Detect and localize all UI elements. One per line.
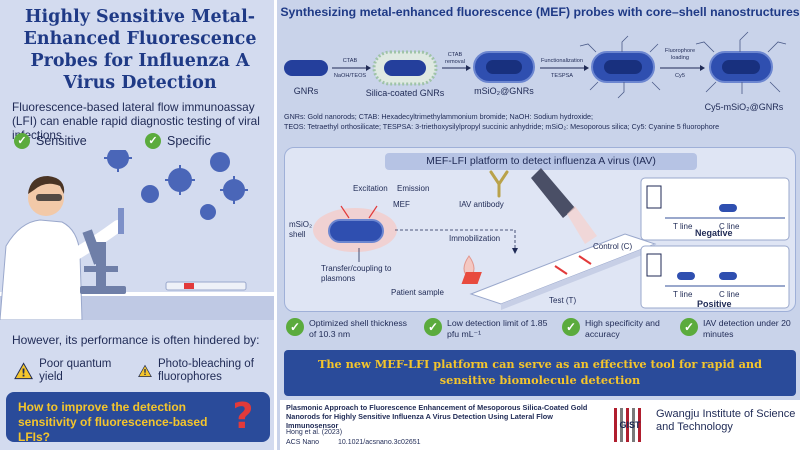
feature-item: ✓ Optimized shell thickness of 10.3 nm (286, 318, 411, 340)
lamp-icon (531, 168, 597, 244)
c-line-label: C line (719, 222, 740, 231)
feature-text: Low detection limit of 1.85 pfu mL⁻¹ (447, 318, 548, 339)
abbreviation-line: GNRs: Gold nanorods; CTAB: Hexadecyltrim… (284, 112, 594, 121)
abbreviation-line: TEOS: Tetraethyl orthosilicate; TESPSA: … (284, 121, 720, 131)
synthesis-diagram: GNRs CTAB NaOH/TEOS Silica-coated GNRs C… (284, 31, 787, 112)
check-icon: ✓ (14, 133, 30, 149)
platform-box: MEF-LFI platform to detect influenza A v… (284, 147, 796, 312)
check-icon: ✓ (145, 133, 161, 149)
feature-item: ✓ Low detection limit of 1.85 pfu mL⁻¹ (424, 318, 549, 340)
conclusion-text: The new MEF-LFI platform can serve as an… (317, 357, 763, 387)
question-text: How to improve the detection sensitivity… (18, 400, 208, 444)
benefit-label: Specific (167, 134, 211, 148)
limitation-photobleaching: ! Photo-bleaching of fluorophores (138, 358, 272, 384)
feature-item: ✓ High specificity and accuracy (562, 318, 672, 340)
question-box: How to improve the detection sensitivity… (6, 392, 270, 444)
svg-text:!: ! (21, 368, 26, 380)
svg-text:!: ! (143, 368, 147, 377)
left-panel: Highly Sensitive Metal-Enhanced Fluoresc… (0, 0, 277, 450)
limitation-label: Poor quantum yield (39, 358, 112, 383)
paper-doi: 10.1021/acsnano.3c02651 (338, 439, 421, 446)
arrow4-mid: loading (671, 55, 689, 61)
svg-text:GIST: GIST (619, 420, 641, 430)
lfi-strip (461, 233, 657, 310)
check-icon: ✓ (562, 318, 580, 336)
gist-logo: GIST (612, 406, 648, 444)
arrow4-top: Fluorophore (665, 48, 695, 54)
limitation-quantum-yield: ! Poor quantum yield (14, 358, 134, 384)
lab-scientist-illustration (0, 150, 274, 320)
paper-authors: Hong et al. (2023) (286, 429, 343, 436)
immobilization-label: Immobilization (449, 234, 501, 243)
label-msio2: mSiO₂@GNRs (474, 86, 534, 96)
feature-item: ✓ IAV detection under 20 minutes (680, 318, 796, 340)
t-line-label: T line (673, 222, 693, 231)
label-cy5: Cy5-mSiO₂@GNRs (705, 102, 784, 112)
antibody-icon (489, 170, 509, 198)
feature-text: IAV detection under 20 minutes (703, 318, 791, 339)
abbreviation-notes: GNRs: Gold nanorods; CTAB: Hexadecyltrim… (284, 112, 796, 131)
arrow2-top: CTAB (448, 52, 463, 58)
c-line-label: C line (719, 290, 740, 299)
benefit-specific: ✓ Specific (145, 133, 211, 149)
warning-icon: ! (138, 364, 152, 377)
features-row: ✓ Optimized shell thickness of 10.3 nm ✓… (284, 318, 796, 348)
sample-label: Patient sample (391, 288, 444, 297)
limitation-label: Photo-bleaching of fluorophores (157, 358, 254, 383)
feature-text: Optimized shell thickness of 10.3 nm (309, 318, 408, 339)
emission-label: Emission (397, 184, 430, 193)
t-line-label: T line (673, 290, 693, 299)
check-icon: ✓ (286, 318, 304, 336)
check-icon: ✓ (424, 318, 442, 336)
paper-title: Plasmonic Approach to Fluorescence Enhan… (286, 403, 588, 430)
negative-label: Negative (695, 228, 733, 238)
antibody-label: IAV antibody (459, 200, 504, 209)
arrow2-bottom: removal (445, 59, 465, 65)
benefit-label: Sensitive (36, 134, 87, 148)
paper-journal: ACS Nano (286, 439, 320, 446)
synthesis-title: Synthesizing metal-enhanced fluorescence… (280, 5, 800, 19)
transfer-label: Transfer/coupling to plasmons (321, 264, 392, 283)
main-title: Highly Sensitive Metal-Enhanced Fluoresc… (23, 7, 257, 93)
platform-diagram (313, 168, 790, 310)
microscope-icon (80, 229, 126, 294)
arrow1-top: CTAB (343, 58, 358, 64)
virus-icon (107, 150, 245, 220)
label-silica: Silica-coated GNRs (366, 88, 445, 98)
mef-label: MEF (393, 200, 410, 209)
institution-name: Gwangju Institute of Science and Technol… (656, 408, 796, 433)
right-panel: Synthesizing metal-enhanced fluorescence… (280, 0, 800, 450)
arrow4-bottom: Cy5 (675, 73, 685, 79)
gnr-rod (284, 60, 328, 76)
question-mark-icon: ? (232, 396, 254, 437)
citation-footer: Plasmonic Approach to Fluorescence Enhan… (280, 400, 800, 450)
check-icon: ✓ (680, 318, 698, 336)
warning-icon: ! (14, 362, 34, 380)
feature-text: High specificity and accuracy (585, 318, 660, 339)
control-label: Control (C) (593, 242, 633, 251)
label-gnrs: GNRs (294, 86, 319, 96)
conclusion-banner: The new MEF-LFI platform can serve as an… (284, 350, 796, 396)
positive-label: Positive (697, 299, 732, 309)
arrow3-bottom: TESPSA (551, 73, 573, 79)
test-label: Test (T) (549, 296, 577, 305)
shell-label: mSiO₂ shell (289, 220, 313, 239)
platform-title: MEF-LFI platform to detect influenza A v… (385, 153, 697, 170)
benefit-sensitive: ✓ Sensitive (14, 133, 87, 149)
excitation-label: Excitation (353, 184, 388, 193)
hinder-text: However, its performance is often hinder… (12, 333, 260, 347)
arrow3-top: Functionalization (541, 58, 583, 64)
arrow1-bottom: NaOH/TEOS (334, 73, 367, 79)
